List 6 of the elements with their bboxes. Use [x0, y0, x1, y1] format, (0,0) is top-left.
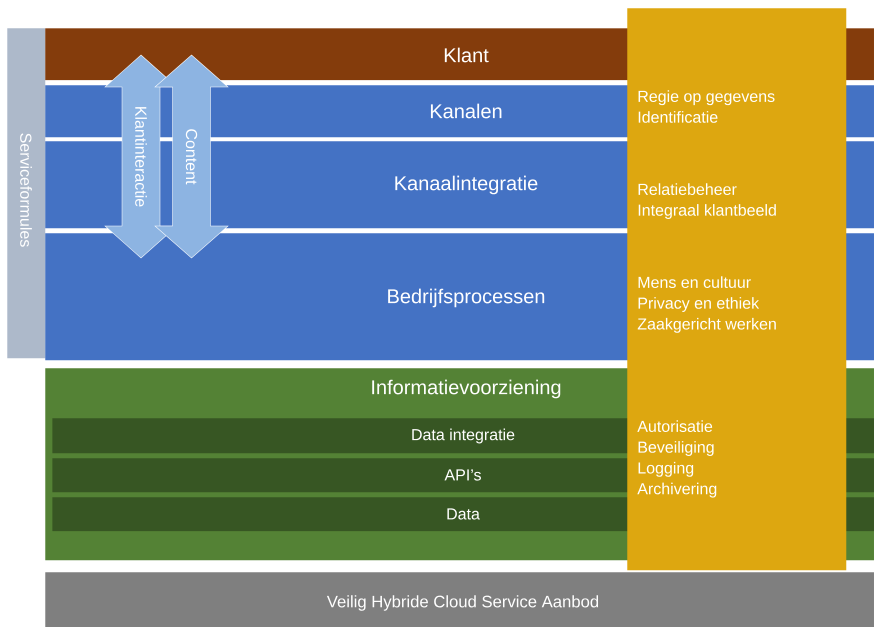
aspect-column [627, 8, 846, 570]
item-list: Regie op gegevens Identificatie [638, 90, 775, 123]
item-list: Mens en cultuur Privacy en ethiek Zaakgericht werken [638, 276, 776, 333]
side-band: Serviceformules [7, 28, 46, 358]
item-list: Relatiebeheer Integraal klantbeeld [638, 183, 776, 219]
layer-band: Veilig Hybride Cloud Service Aanbod [45, 572, 874, 627]
